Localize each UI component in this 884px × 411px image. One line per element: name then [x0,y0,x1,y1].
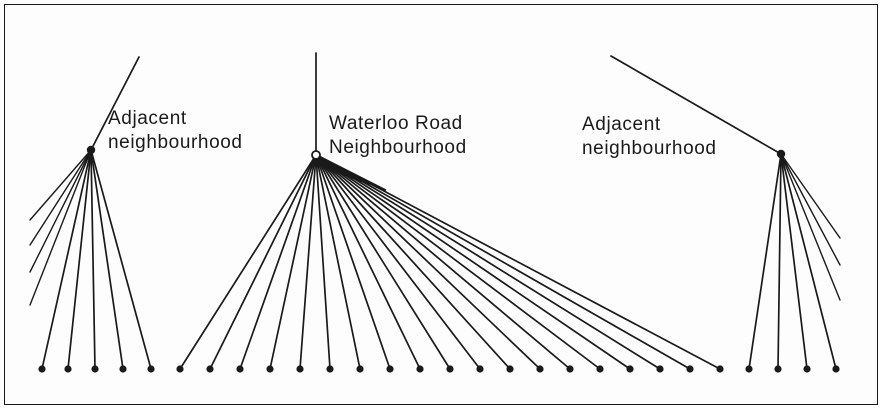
left-edge [41,149,92,370]
center-edge [315,154,661,370]
left-offframe-edge [29,149,92,273]
waterloo-road-label: Waterloo Road Neighbourhood [329,112,467,160]
right-edge [780,153,837,370]
left-offframe-edge [29,149,92,246]
center-edge [315,154,391,370]
center-edge [315,154,451,370]
left-leaf-node [119,365,127,373]
center-leaf-node [236,365,244,373]
right-offframe-edge [780,153,841,239]
right-leaf-node [774,365,782,373]
center-edge [315,154,361,370]
left-leaf-node [147,365,155,373]
right-edge [780,153,808,370]
right-leaf-node [745,365,753,373]
connection-lines [29,52,841,370]
center-leaf-node [266,365,274,373]
center-leaf-node [296,365,304,373]
center-leaf-node [446,365,454,373]
center-leaf-node [386,365,394,373]
right-label-line1: Adjacent [582,114,661,135]
center-leaf-node [656,365,664,373]
left-leaf-node [91,365,99,373]
left-hub-node [86,145,96,155]
center-leaf-node [536,365,544,373]
center-edge [315,154,511,370]
center-edge [315,154,571,370]
left-edge [90,149,124,370]
nodes [38,145,840,373]
left-leaf-node [38,365,46,373]
right-offframe-edge [780,153,841,301]
center-label-line2: Neighbourhood [329,137,467,158]
right-hub-node [776,149,786,159]
left-label-line2: neighbourhood [108,132,243,153]
center-leaf-node [716,365,724,373]
center-leaf-node [176,365,184,373]
center-edge [315,154,331,370]
center-leaf-node [416,365,424,373]
center-edge [315,154,721,370]
center-edge [315,154,631,370]
center-cluster-edge [314,153,387,192]
center-edge [315,154,541,370]
left-leaf-node [64,365,72,373]
diagram-frame [4,4,878,405]
center-edge [315,154,601,370]
center-leaf-node [476,365,484,373]
left-edge [90,149,152,370]
center-leaf-node [206,365,214,373]
center-leaf-node [356,365,364,373]
left-offframe-edge [29,149,92,221]
center-leaf-node [626,365,634,373]
center-edge [315,154,421,370]
right-leaf-node [832,365,840,373]
center-edge [209,154,317,370]
right-edge [748,153,782,370]
center-leaf-node [506,365,514,373]
center-edge [239,154,317,370]
center-leaf-node [596,365,604,373]
left-neighbourhood-label: Adjacent neighbourhood [108,107,243,155]
left-edge [67,149,92,370]
right-hub-uplink [610,55,782,155]
right-leaf-node [803,365,811,373]
right-label-line2: neighbourhood [582,138,717,159]
left-label-line1: Adjacent [108,108,187,129]
center-label-line1: Waterloo Road [329,113,463,134]
right-edge [777,153,782,370]
center-edge [315,154,691,370]
center-edge [269,154,317,370]
left-hub-uplink [90,56,140,151]
center-leaf-node [686,365,694,373]
center-edge [179,154,317,370]
center-hub-node [311,150,321,160]
center-leaf-node [326,365,334,373]
right-neighbourhood-label: Adjacent neighbourhood [582,113,717,161]
center-edge [315,154,481,370]
center-leaf-node [566,365,574,373]
right-offframe-edge [780,153,841,266]
left-offframe-edge [29,149,92,306]
left-edge [90,149,96,370]
center-edge [299,154,317,370]
